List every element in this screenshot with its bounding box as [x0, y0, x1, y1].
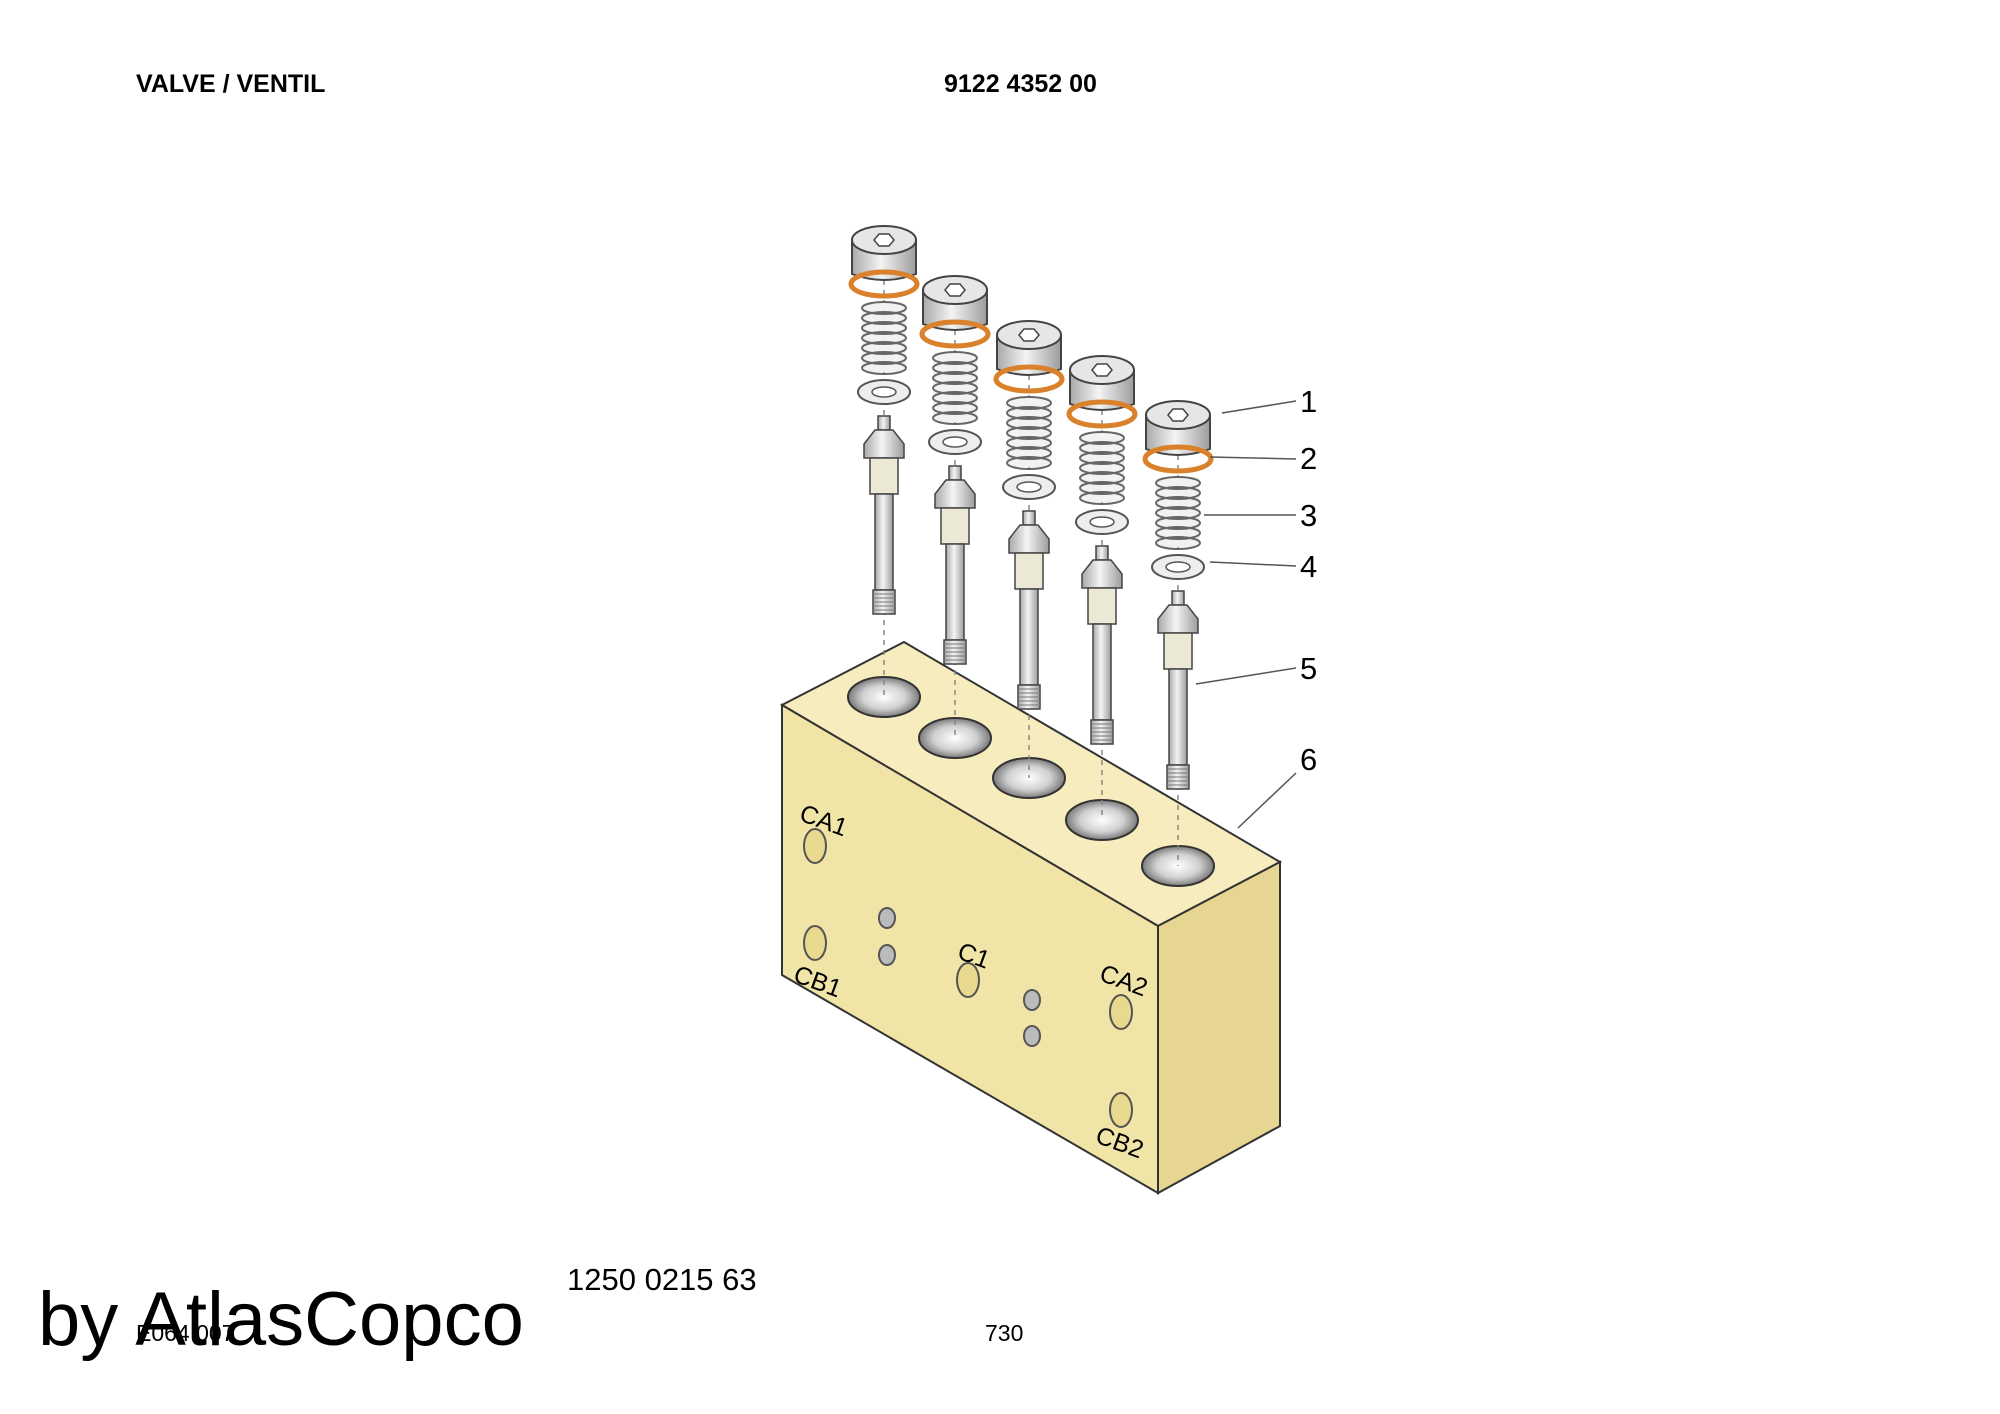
stack-3-spring-coil [1006, 446, 1052, 460]
watermark: by AtlasCopco [38, 1277, 524, 1362]
stack-1-stem-cone [863, 429, 905, 459]
stack-1-spring-coil [861, 321, 907, 335]
stack-3-spring-coil [1006, 406, 1052, 420]
stack-1-spring-coil [861, 351, 907, 365]
callout-leaders [1195, 400, 1297, 829]
stack-5-stem-tip [1171, 590, 1185, 606]
callout-1: 1 [1300, 384, 1317, 419]
stack-2-stem-collar [940, 507, 970, 545]
stack-5-stem-shaft [1168, 668, 1188, 766]
stack-5-spring-coil [1155, 486, 1201, 500]
stack-1-washer-hole [871, 386, 897, 398]
stack-2-spring-coil [932, 381, 978, 395]
stack-1-spring-body [862, 302, 906, 372]
stack-5-stem-collar [1163, 632, 1193, 670]
stack-5-spring-coil [1155, 476, 1201, 490]
stack-3-spring-body [1007, 397, 1051, 467]
stack-5-spring-coil [1155, 496, 1201, 510]
stack-4-spring-coil [1079, 431, 1125, 445]
side-ports [803, 828, 1133, 1128]
stack-2-o-ring [919, 319, 991, 349]
part-number: 9122 4352 00 [944, 70, 1097, 98]
document-id: E064 007 [136, 1320, 235, 1346]
stack-5-stem-cone [1157, 604, 1199, 634]
stack-2-spring-coil [932, 401, 978, 415]
stack-4-stem-shaft [1092, 623, 1112, 721]
stack-2-stem-tip [948, 465, 962, 481]
stack-5-washer-hole [1165, 561, 1191, 573]
stack-1-stem-tip [877, 415, 891, 431]
stack-1-hex-socket-icon [873, 233, 895, 247]
stack-2-stem-shaft [945, 543, 965, 641]
stack-2-spring-coil [932, 391, 978, 405]
stack-4-o-ring [1066, 399, 1138, 429]
block-bores [847, 676, 1215, 887]
stack-2-washer-hole [942, 436, 968, 448]
stack-1-spring-coil [861, 341, 907, 355]
stack-4-spring-coil [1079, 471, 1125, 485]
callout-3: 3 [1300, 498, 1317, 533]
stack-4-stem-tip [1095, 545, 1109, 561]
stack-3-spring-coil [1006, 396, 1052, 410]
stack-3-o-ring [993, 364, 1065, 394]
document-title: VALVE / VENTIL [136, 70, 326, 98]
stack-1-spring-coil [861, 301, 907, 315]
stack-5-spring-coil [1155, 536, 1201, 550]
stack-2-spring-body [933, 352, 977, 422]
stack-2-spring-coil [932, 371, 978, 385]
stack-1-spring-coil [861, 361, 907, 375]
page-number: 730 [985, 1320, 1024, 1346]
stack-3-stem-collar [1014, 552, 1044, 590]
stack-4-stem-cone [1081, 559, 1123, 589]
stack-2-spring-coil [932, 351, 978, 365]
stack-5-o-ring [1142, 444, 1214, 474]
stack-4-spring-coil [1079, 451, 1125, 465]
stack-4-washer-hole [1089, 516, 1115, 528]
stack-1-o-ring [848, 269, 920, 299]
stack-5-hex-socket-icon [1167, 408, 1189, 422]
callout-4: 4 [1300, 549, 1317, 584]
stack-3-spring-coil [1006, 416, 1052, 430]
stack-5-spring-body [1156, 477, 1200, 547]
callout-6: 6 [1300, 742, 1317, 777]
stack-1-spring-coil [861, 331, 907, 345]
stack-4-spring-coil [1079, 461, 1125, 475]
reference-number: 1250 0215 63 [567, 1262, 757, 1297]
stack-4-spring-body [1080, 432, 1124, 502]
stack-4-spring-coil [1079, 481, 1125, 495]
stack-2-spring-coil [932, 411, 978, 425]
callout-2: 2 [1300, 441, 1317, 476]
stack-4-spring-coil [1079, 491, 1125, 505]
stack-1-stem-shaft [874, 493, 894, 591]
stack-3-spring-coil [1006, 426, 1052, 440]
stack-3-stem-tip [1022, 510, 1036, 526]
stack-3-washer-hole [1016, 481, 1042, 493]
valve-stacks [848, 225, 1214, 866]
callout-5: 5 [1300, 651, 1317, 686]
stack-5-spring-coil [1155, 526, 1201, 540]
stack-3-stem-shaft [1019, 588, 1039, 686]
stack-4-spring-coil [1079, 441, 1125, 455]
stack-4-hex-socket-icon [1091, 363, 1113, 377]
stack-3-spring-coil [1006, 456, 1052, 470]
stack-2-stem-cone [934, 479, 976, 509]
stack-4-stem-collar [1087, 587, 1117, 625]
stack-5-spring-coil [1155, 506, 1201, 520]
valve-block [779, 640, 1283, 1195]
stack-3-stem-cone [1008, 524, 1050, 554]
stack-3-spring-coil [1006, 436, 1052, 450]
stack-2-hex-socket-icon [944, 283, 966, 297]
stack-3-hex-socket-icon [1018, 328, 1040, 342]
stack-1-spring-coil [861, 311, 907, 325]
stack-2-spring-coil [932, 361, 978, 375]
stack-1-stem-collar [869, 457, 899, 495]
stack-5-spring-coil [1155, 516, 1201, 530]
